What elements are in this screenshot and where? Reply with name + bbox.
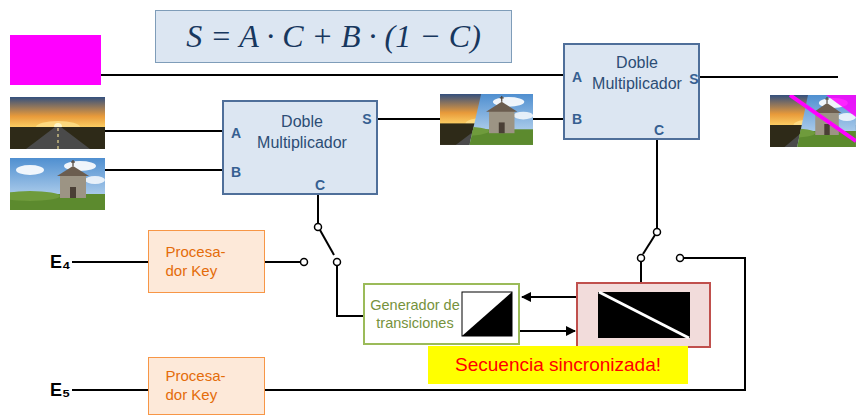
block-title: Doble Multiplicador (581, 53, 693, 95)
pin-label: C (654, 122, 664, 138)
note-text: Secuencia sincronizada! (455, 354, 661, 376)
key-processor-box: Procesa- dor Key (148, 230, 265, 293)
block-title: Procesa- dor Key (166, 243, 248, 281)
key-processor-box: Procesa- dor Key (148, 357, 265, 415)
block-title: Generador de transiciones (368, 296, 462, 332)
formula-text: S = A · C + B · (1 − C) (186, 18, 481, 55)
signal-wires (72, 75, 838, 390)
multiplier-box: Doble MultiplicadorA B S C (222, 100, 378, 195)
pin-label: S (362, 111, 371, 127)
pin-label: A (231, 125, 241, 141)
block-title: Procesa- dor Key (166, 367, 248, 405)
pin-label: B (231, 164, 241, 180)
block-title: Doble Multiplicador (242, 112, 362, 154)
note-box: Secuencia sincronizada! (428, 346, 688, 384)
pin-label: S (689, 71, 698, 87)
transition-generator-box: Generador de transiciones (363, 283, 520, 345)
input-name: E₅ (50, 380, 70, 401)
mixed-image (430, 94, 533, 145)
church-image (0, 158, 105, 210)
formula-box: S = A · C + B · (1 − C) (155, 10, 512, 63)
sunset-road-image (10, 97, 105, 149)
multiplier-box: Doble MultiplicadorA B S C (563, 43, 700, 140)
pin-label: A (572, 69, 582, 85)
magenta-source (10, 35, 101, 85)
wipe-icon (462, 292, 512, 336)
wipe-pattern-box (577, 283, 710, 347)
pin-label: B (572, 111, 582, 127)
pin-label: C (315, 177, 325, 193)
output-image (761, 95, 856, 147)
switch-contacts (301, 224, 684, 266)
input-name: E₄ (50, 252, 71, 273)
